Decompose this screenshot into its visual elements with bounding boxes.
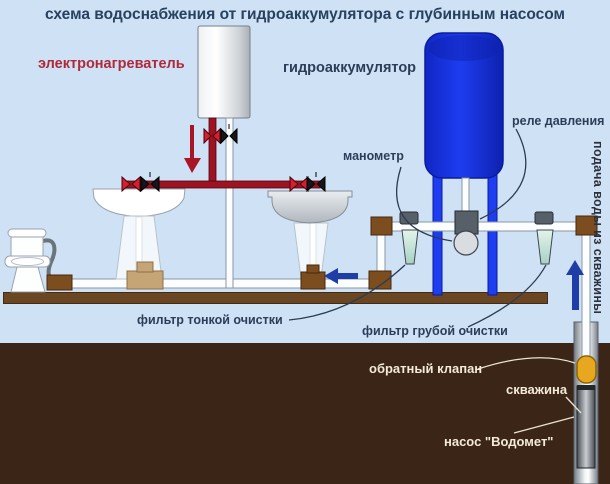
valve-icons (121, 124, 326, 193)
check-valve-label: обратный клапан (369, 361, 483, 376)
pointer-lines-light (477, 357, 582, 434)
manometer (453, 230, 479, 256)
toilet (4, 228, 57, 293)
fine-filter (399, 211, 419, 265)
well-label: скважина (506, 382, 568, 397)
flow-left-arrow-icon (324, 268, 358, 284)
accumulator-tank (424, 32, 504, 296)
sink-hot-valve-icon (121, 175, 141, 193)
bathtub-cold-valve-icon (306, 172, 326, 193)
coarse-filter (534, 211, 554, 265)
ground (0, 343, 610, 484)
manometer-label: манометр (343, 149, 404, 163)
accumulator-label: гидроаккумулятор (283, 60, 417, 76)
bathtub (267, 190, 353, 279)
borehole-pump (576, 385, 596, 469)
electric-heater (197, 25, 251, 119)
flow-up-arrow-icon (566, 260, 584, 310)
scheme-title: схема водоснабжения от гидроаккумулятора… (45, 6, 565, 23)
hot-flow-down-arrow-icon (184, 125, 201, 173)
coarse-filter-label: фильтр грубой очистки (362, 324, 508, 338)
bathtub-hot-valve-icon (289, 175, 309, 193)
pressure-switch-label: реле давления (512, 114, 605, 128)
pump-label: насос "Водомет" (444, 434, 554, 449)
floor (3, 292, 548, 304)
heater-label: электронагреватель (38, 56, 185, 72)
heater-hot-valve-icon (203, 127, 221, 145)
check-valve (576, 355, 597, 384)
supply-direction-label: подача воды из скважины (591, 141, 605, 315)
pipe-fittings (46, 215, 598, 291)
sink-cold-valve-icon (140, 172, 160, 193)
pointer-lines-dark (288, 128, 547, 328)
fine-filter-label: фильтр тонкой очистки (137, 313, 283, 327)
heater-cold-valve-icon (220, 124, 238, 145)
